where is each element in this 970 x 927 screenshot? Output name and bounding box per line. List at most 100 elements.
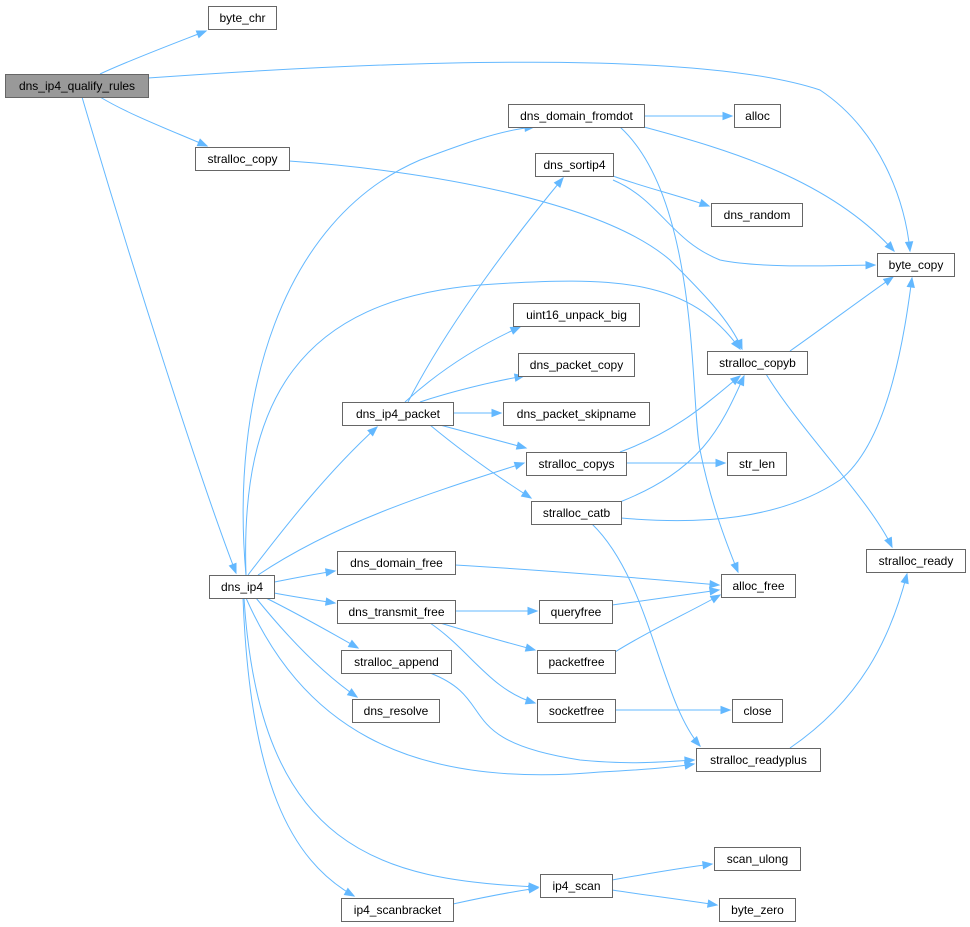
node-alloc[interactable]: alloc bbox=[734, 104, 781, 128]
node-str_len[interactable]: str_len bbox=[727, 452, 787, 476]
node-box-dns_ip4 bbox=[209, 575, 275, 599]
arrowhead-dns_sortip4-to-dns_random bbox=[698, 198, 711, 207]
edge-dns_domain_fromdot-to-byte_copy bbox=[643, 126, 895, 252]
edge-dns_ip4_qualify_rules-to-stralloc_copy bbox=[99, 96, 208, 147]
node-box-stralloc_copyb bbox=[707, 351, 808, 375]
node-label-packetfree: packetfree bbox=[548, 655, 604, 669]
edge-dns_ip4_qualify_rules-to-dns_ip4 bbox=[81, 96, 237, 574]
arrowhead-dns_domain_fromdot-to-byte_copy bbox=[884, 241, 895, 253]
node-close[interactable]: close bbox=[732, 699, 783, 723]
node-stralloc_ready[interactable]: stralloc_ready bbox=[866, 549, 966, 573]
edge-stralloc_copyb-to-stralloc_ready bbox=[765, 373, 893, 548]
arrowhead-stralloc_copys-to-stralloc_copyb bbox=[729, 375, 742, 386]
arrowhead-dns_ip4-to-ip4_scanbracket bbox=[343, 887, 356, 897]
node-label-alloc: alloc bbox=[745, 109, 770, 123]
node-label-stralloc_copyb: stralloc_copyb bbox=[719, 356, 796, 370]
edge-stralloc_append-to-stralloc_readyplus bbox=[429, 672, 695, 764]
node-ip4_scan[interactable]: ip4_scan bbox=[540, 874, 613, 898]
edge-dns_domain_fromdot-to-alloc_free bbox=[619, 126, 739, 573]
node-byte_chr[interactable]: byte_chr bbox=[208, 6, 277, 30]
node-box-stralloc_copy bbox=[195, 147, 290, 171]
node-dns_random[interactable]: dns_random bbox=[711, 203, 803, 227]
edge-dns_ip4_packet-to-stralloc_catb bbox=[429, 424, 532, 499]
node-label-dns_packet_skipname: dns_packet_skipname bbox=[517, 407, 637, 421]
node-label-dns_ip4: dns_ip4 bbox=[221, 580, 263, 594]
node-byte_zero[interactable]: byte_zero bbox=[719, 898, 796, 922]
node-stralloc_copy[interactable]: stralloc_copy bbox=[195, 147, 290, 171]
arrowhead-dns_ip4-to-stralloc_append bbox=[347, 639, 360, 649]
arrowhead-stralloc_append-to-stralloc_readyplus bbox=[684, 756, 696, 765]
edge-dns_ip4_packet-to-uint16_unpack_big bbox=[404, 326, 521, 403]
arrowhead-dns_ip4-to-dns_ip4_packet bbox=[367, 426, 379, 437]
edge-dns_ip4-to-stralloc_copyb bbox=[245, 280, 741, 576]
node-uint16_unpack_big[interactable]: uint16_unpack_big bbox=[513, 303, 640, 327]
edge-dns_sortip4-to-byte_copy bbox=[612, 179, 876, 267]
arrowhead-stralloc_catb-to-byte_copy bbox=[906, 276, 915, 288]
node-dns_sortip4[interactable]: dns_sortip4 bbox=[535, 153, 614, 177]
node-dns_resolve[interactable]: dns_resolve bbox=[352, 699, 440, 723]
node-label-stralloc_copy: stralloc_copy bbox=[207, 152, 277, 166]
edge-dns_ip4_packet-to-stralloc_copys bbox=[439, 424, 527, 449]
node-label-close: close bbox=[743, 704, 771, 718]
node-dns_packet_skipname[interactable]: dns_packet_skipname bbox=[503, 402, 650, 426]
node-label-dns_random: dns_random bbox=[724, 208, 791, 222]
node-label-str_len: str_len bbox=[739, 457, 775, 471]
node-box-packetfree bbox=[537, 650, 616, 674]
node-label-byte_chr: byte_chr bbox=[219, 11, 265, 25]
node-stralloc_append[interactable]: stralloc_append bbox=[341, 650, 452, 674]
arrowhead-ip4_scan-to-scan_ulong bbox=[702, 860, 714, 870]
node-dns_ip4_qualify_rules[interactable]: dns_ip4_qualify_rules bbox=[5, 74, 149, 98]
node-dns_packet_copy[interactable]: dns_packet_copy bbox=[518, 353, 635, 377]
node-dns_transmit_free[interactable]: dns_transmit_free bbox=[337, 600, 456, 624]
node-box-stralloc_readyplus bbox=[696, 748, 821, 772]
node-packetfree[interactable]: packetfree bbox=[537, 650, 616, 674]
arrowhead-dns_ip4_packet-to-stralloc_catb bbox=[520, 489, 533, 499]
edge-ip4_scanbracket-to-ip4_scan bbox=[452, 887, 539, 905]
arrowhead-dns_ip4_qualify_rules-to-byte_chr bbox=[195, 30, 208, 39]
node-box-stralloc_copys bbox=[526, 452, 627, 476]
node-scan_ulong[interactable]: scan_ulong bbox=[714, 847, 801, 871]
node-box-alloc_free bbox=[721, 574, 796, 598]
node-box-dns_random bbox=[711, 203, 803, 227]
arrowhead-dns_ip4_packet-to-stralloc_copys bbox=[515, 441, 528, 450]
edge-dns_transmit_free-to-socketfree bbox=[429, 622, 536, 704]
node-box-queryfree bbox=[539, 600, 613, 624]
arrowhead-dns_ip4-to-dns_resolve bbox=[346, 688, 359, 698]
node-box-ip4_scanbracket bbox=[341, 898, 454, 922]
node-label-ip4_scan: ip4_scan bbox=[552, 879, 600, 893]
arrowhead-stralloc_catb-to-stralloc_readyplus bbox=[690, 736, 701, 748]
node-socketfree[interactable]: socketfree bbox=[537, 699, 616, 723]
node-ip4_scanbracket[interactable]: ip4_scanbracket bbox=[341, 898, 454, 922]
node-dns_domain_free[interactable]: dns_domain_free bbox=[337, 551, 456, 575]
node-layer: dns_ip4_qualify_rules byte_chr stralloc_co… bbox=[5, 6, 966, 922]
edge-dns_domain_free-to-alloc_free bbox=[454, 564, 720, 586]
node-label-dns_domain_free: dns_domain_free bbox=[350, 556, 443, 570]
arrowhead-dns_transmit_free-to-queryfree bbox=[527, 606, 539, 616]
arrowhead-dns_domain_free-to-alloc_free bbox=[709, 579, 721, 589]
node-stralloc_catb[interactable]: stralloc_catb bbox=[531, 501, 622, 525]
arrowhead-dns_ip4_qualify_rules-to-stralloc_copy bbox=[196, 138, 209, 147]
node-label-queryfree: queryfree bbox=[551, 605, 602, 619]
node-stralloc_copyb[interactable]: stralloc_copyb bbox=[707, 351, 808, 375]
node-stralloc_copys[interactable]: stralloc_copys bbox=[526, 452, 627, 476]
node-dns_domain_fromdot[interactable]: dns_domain_fromdot bbox=[508, 104, 645, 128]
arrowhead-dns_ip4-to-stralloc_copys bbox=[513, 461, 526, 470]
arrowhead-ip4_scan-to-byte_zero bbox=[706, 899, 719, 908]
node-queryfree[interactable]: queryfree bbox=[539, 600, 613, 624]
node-dns_ip4[interactable]: dns_ip4 bbox=[209, 575, 275, 599]
edge-dns_ip4-to-stralloc_append bbox=[265, 597, 359, 649]
node-label-dns_sortip4: dns_sortip4 bbox=[543, 158, 605, 172]
node-box-dns_ip4_packet bbox=[342, 402, 454, 426]
edge-dns_ip4-to-dns_resolve bbox=[255, 597, 358, 698]
node-box-dns_packet_skipname bbox=[503, 402, 650, 426]
node-box-dns_resolve bbox=[352, 699, 440, 723]
node-dns_ip4_packet[interactable]: dns_ip4_packet bbox=[342, 402, 454, 426]
node-stralloc_readyplus[interactable]: stralloc_readyplus bbox=[696, 748, 821, 772]
arrowhead-dns_ip4_packet-to-uint16_unpack_big bbox=[509, 326, 522, 335]
node-label-stralloc_catb: stralloc_catb bbox=[543, 506, 611, 520]
arrowhead-dns_domain_fromdot-to-alloc bbox=[722, 111, 734, 121]
node-byte_copy[interactable]: byte_copy bbox=[877, 253, 955, 277]
node-alloc_free[interactable]: alloc_free bbox=[721, 574, 796, 598]
edge-dns_ip4-to-ip4_scan bbox=[243, 597, 539, 888]
node-label-stralloc_copys: stralloc_copys bbox=[538, 457, 614, 471]
